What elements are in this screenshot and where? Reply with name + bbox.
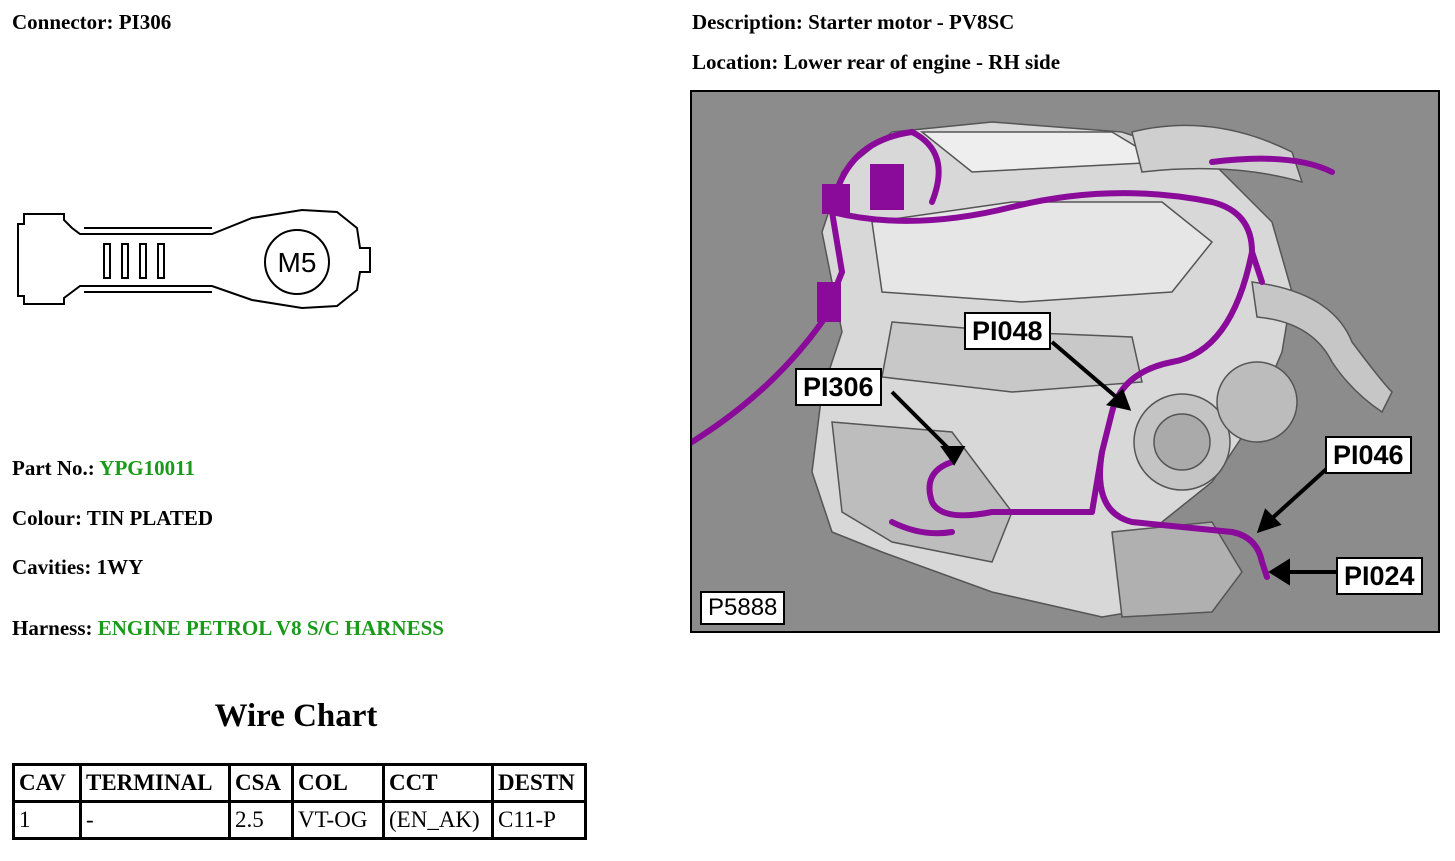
colour-label: Colour: xyxy=(12,506,82,530)
harness-line: Harness: ENGINE PETROL V8 S/C HARNESS xyxy=(12,616,444,641)
column-header-col: COL xyxy=(291,763,385,803)
column-header-cav: CAV xyxy=(12,763,82,803)
description-label: Description: xyxy=(692,10,803,34)
cell-csa: 2.5 xyxy=(228,800,294,840)
cavities-line: Cavities: 1WY xyxy=(12,555,143,580)
wire-chart-table: CAV TERMINAL CSA COL CCT DESTN 1 - 2.5 V… xyxy=(12,763,587,840)
cell-destn: C11-P xyxy=(491,800,587,840)
connector-heading: Connector: PI306 xyxy=(12,10,171,35)
column-header-cct: CCT xyxy=(382,763,494,803)
cavities-value: 1WY xyxy=(96,555,144,579)
table-header-row: CAV TERMINAL CSA COL CCT DESTN xyxy=(12,763,587,803)
column-header-csa: CSA xyxy=(228,763,294,803)
callout-pi048: PI048 xyxy=(964,312,1051,350)
cell-cct: (EN_AK) xyxy=(382,800,494,840)
colour-value: TIN PLATED xyxy=(86,506,214,530)
engine-location-image: PI048 PI306 PI046 PI024 P5888 xyxy=(690,90,1440,633)
connector-label: Connector: xyxy=(12,10,114,34)
harness-value: ENGINE PETROL V8 S/C HARNESS xyxy=(97,616,444,640)
cavities-label: Cavities: xyxy=(12,555,92,579)
terminal-size-text: M5 xyxy=(278,247,317,278)
column-header-destn: DESTN xyxy=(491,763,587,803)
cell-col: VT-OG xyxy=(291,800,385,840)
description-value: Starter motor - PV8SC xyxy=(808,10,1015,34)
location-value: Lower rear of engine - RH side xyxy=(783,50,1061,74)
callout-pi046: PI046 xyxy=(1325,436,1412,474)
description-heading: Description: Starter motor - PV8SC xyxy=(692,10,1014,35)
colour-line: Colour: TIN PLATED xyxy=(12,506,213,531)
part-number-value: YPG10011 xyxy=(99,456,195,480)
wire-chart-title: Wire Chart xyxy=(214,698,378,734)
callout-pi306: PI306 xyxy=(795,368,882,406)
location-label: Location: xyxy=(692,50,779,74)
part-number-label: Part No.: xyxy=(12,456,95,480)
location-heading: Location: Lower rear of engine - RH side xyxy=(692,50,1060,75)
figure-id-label: P5888 xyxy=(700,591,786,625)
part-number-line: Part No.: YPG10011 xyxy=(12,456,195,481)
harness-label: Harness: xyxy=(12,616,93,640)
table-row: 1 - 2.5 VT-OG (EN_AK) C11-P xyxy=(12,800,587,840)
column-header-terminal: TERMINAL xyxy=(79,763,231,803)
engine-illustration xyxy=(692,121,1393,618)
callout-pi024: PI024 xyxy=(1336,557,1423,595)
connector-value: PI306 xyxy=(118,10,172,34)
cell-cav: 1 xyxy=(12,800,82,840)
cell-terminal: - xyxy=(79,800,231,840)
connector-terminal-drawing: M5 xyxy=(17,208,371,310)
